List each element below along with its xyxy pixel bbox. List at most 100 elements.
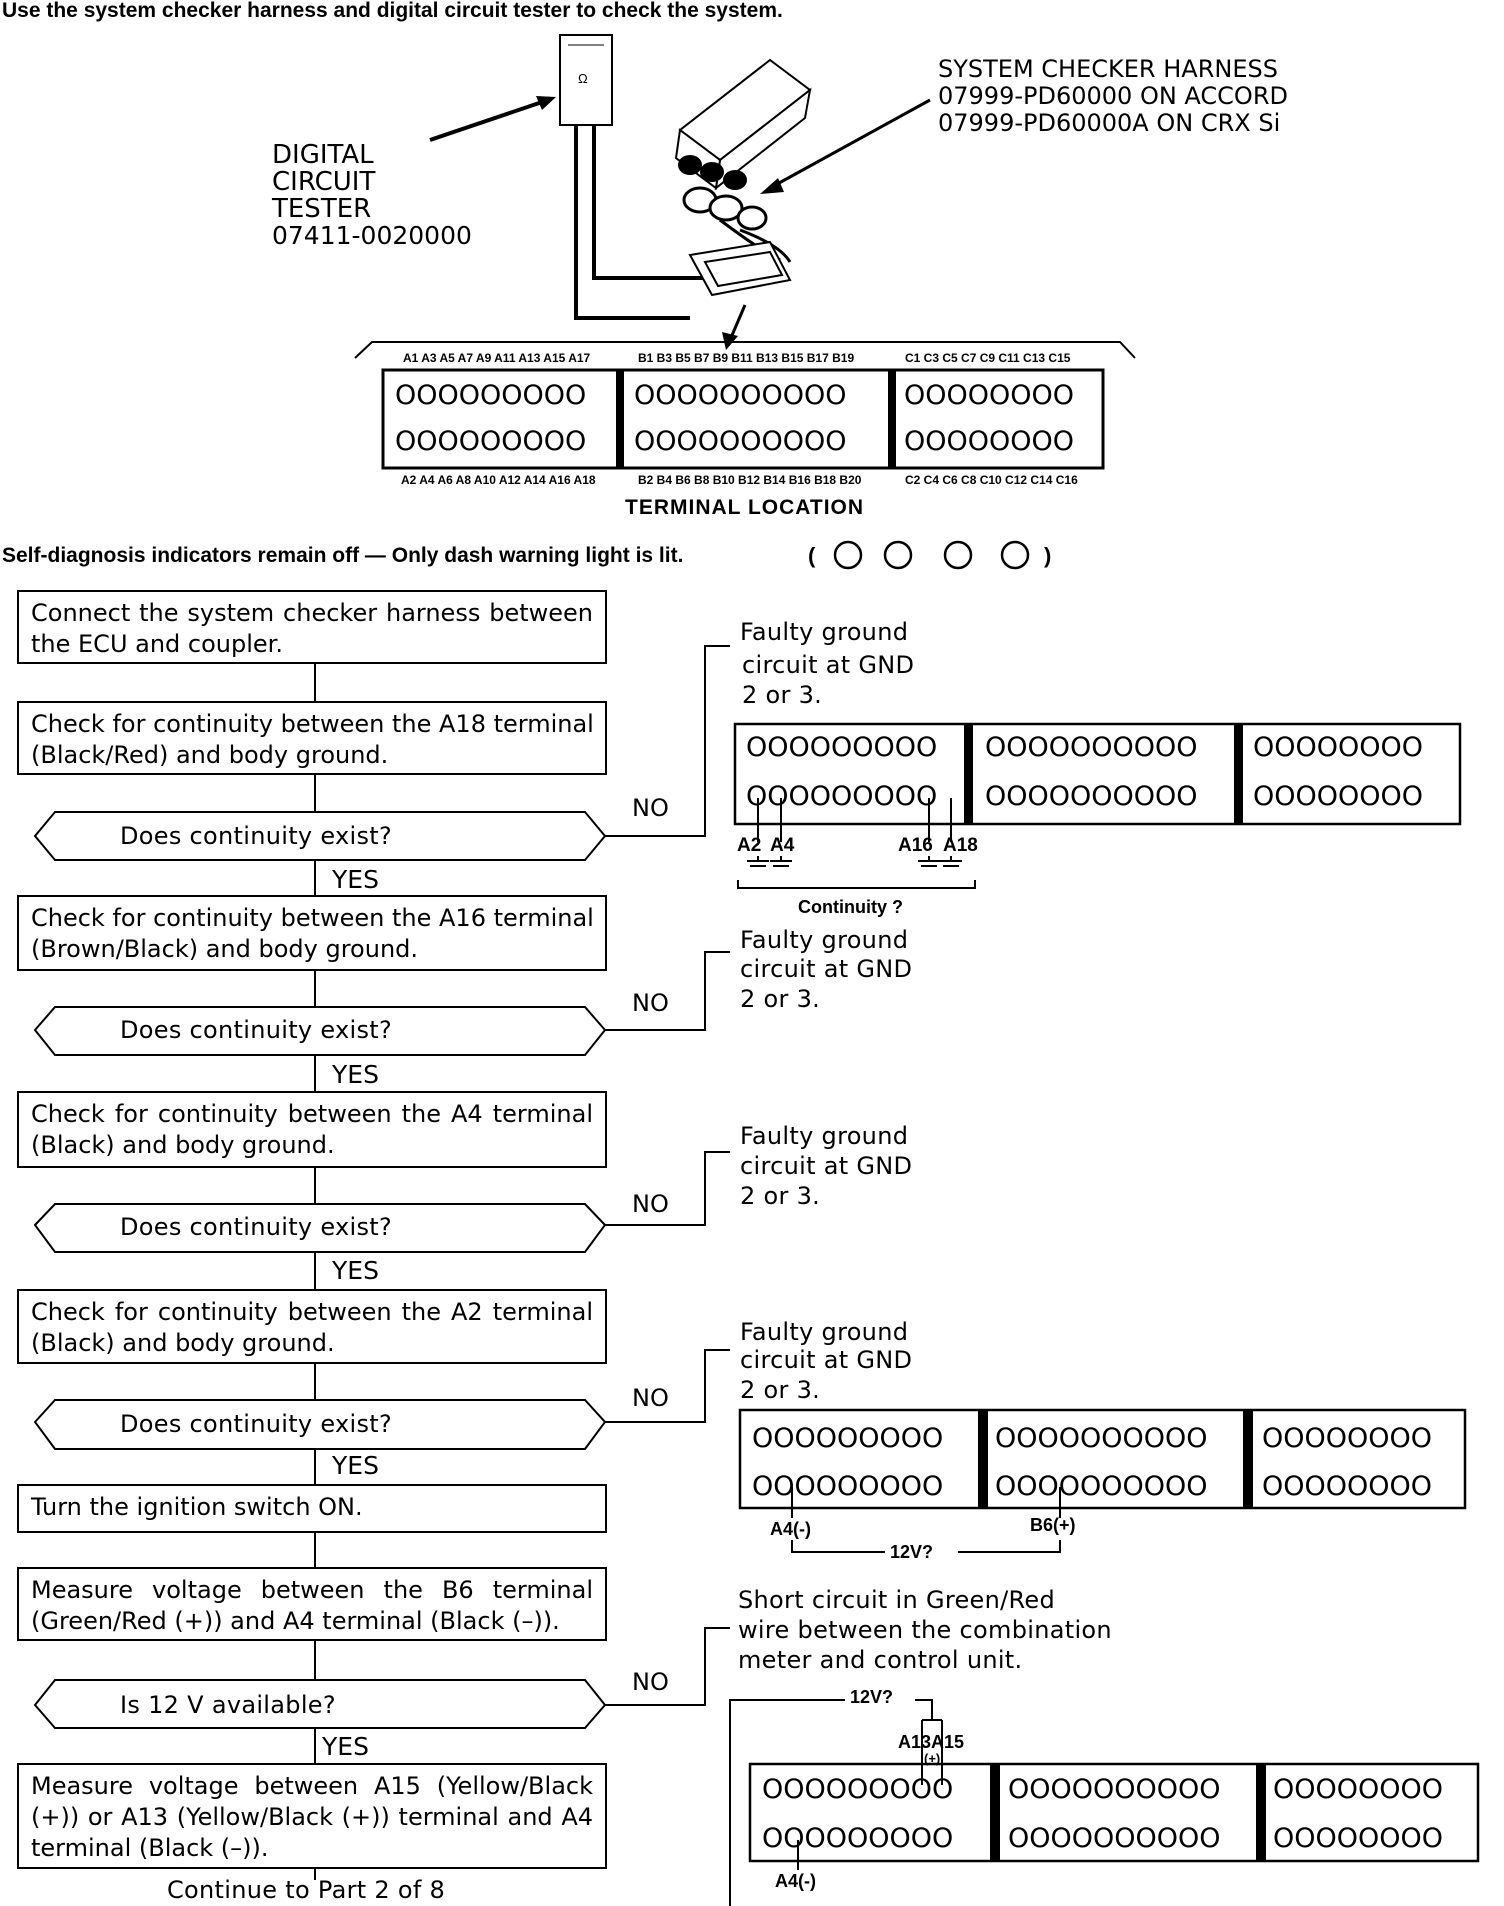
diagram-1-label-a18: A18 (943, 835, 978, 856)
terminal-labels-bottom-b: B2 B4 B6 B8 B10 B12 B14 B16 B18 B20 (638, 473, 862, 487)
tester-label-4: 07411-0020000 (272, 221, 472, 250)
step-7-line-1: Measure voltage between the B6 terminal (31, 1576, 593, 1604)
step-4-line-1: Check for continuity between the A4 term… (31, 1100, 593, 1128)
diagram-1-row-b-top: OOOOOOOOOO (985, 732, 1198, 763)
step-box-8: Measure voltage between A15 (Yellow/Blac… (17, 1763, 607, 1869)
terminal-row-b-top: OOOOOOOOOO (634, 380, 847, 411)
diagram-3-row-a-bottom: OOOOOOOOO (762, 1823, 954, 1854)
decision-2-label: Does continuity exist? (120, 1016, 393, 1044)
terminal-row-c-bottom: OOOOOOOO (904, 426, 1075, 457)
result-3-line-1: Faulty ground (740, 1122, 909, 1150)
diagram-2-row-a-top: OOOOOOOOO (752, 1423, 944, 1454)
diagram-3-row-a-top: OOOOOOOOO (762, 1774, 954, 1805)
diagram-3-row-c-bottom: OOOOOOOO (1273, 1823, 1444, 1854)
diagram-2-label-a4: A4(-) (770, 1519, 811, 1539)
result-4-line-3: 2 or 3. (740, 1376, 821, 1404)
decision-3-label: Does continuity exist? (120, 1213, 393, 1241)
condition-close-paren: ) (1044, 543, 1052, 568)
step-box-6: Turn the ignition switch ON. (17, 1484, 607, 1533)
connector-diagram-2 (738, 1408, 1467, 1553)
diagram-1-row-c-bottom: OOOOOOOO (1253, 781, 1424, 812)
terminal-labels-top-a: A1 A3 A5 A7 A9 A11 A13 A15 A17 (403, 351, 591, 365)
diagram-2-row-b-bottom: OOOOOOOOOO (995, 1471, 1208, 1502)
page-instruction: Use the system checker harness and digit… (2, 0, 783, 22)
step-2-line-1: Check for continuity between the A18 ter… (31, 710, 594, 738)
diagram-1-row-c-top: OOOOOOOO (1253, 732, 1424, 763)
diagram-3-row-c-top: OOOOOOOO (1273, 1774, 1444, 1805)
step-8-line-1: Measure voltage between A15 (Yellow/Blac… (31, 1772, 593, 1800)
step-1-line-2: the ECU and coupler. (31, 630, 283, 658)
step-5-line-2: (Black) and body ground. (31, 1329, 335, 1357)
diagram-3-plus: (+) (924, 1751, 941, 1766)
diagram-1-label-a16: A16 (898, 835, 933, 856)
step-box-4: Check for continuity between the A4 term… (17, 1091, 607, 1168)
condition-text: Self-diagnosis indicators remain off — O… (2, 544, 684, 567)
step-8-line-2: (+)) or A13 (Yellow/Black (+)) terminal … (31, 1803, 593, 1831)
result-4-line-1: Faulty ground (740, 1318, 909, 1346)
connector-diagram-3 (729, 1699, 1480, 1906)
no-label-4: NO (632, 1384, 669, 1412)
no-label-3: NO (632, 1190, 669, 1218)
diagram-3-row-b-bottom: OOOOOOOOOO (1008, 1823, 1221, 1854)
step-3-line-1: Check for continuity between the A16 ter… (31, 904, 594, 932)
diagram-1-row-a-bottom: OOOOOOOOO (746, 781, 938, 812)
decision-1-label: Does continuity exist? (120, 822, 393, 850)
tester-label-3: TESTER (272, 194, 372, 224)
result-5-line-2: wire between the combination (738, 1616, 1112, 1644)
tester-display: Ω (578, 71, 588, 86)
harness-label-3: 07999-PD60000A ON CRX Si (938, 109, 1281, 137)
tester-label-2: CIRCUIT (272, 167, 376, 197)
step-7-line-2: (Green/Red (+)) and A4 terminal (Black (… (31, 1607, 560, 1635)
yes-label-3: YES (332, 1256, 379, 1285)
result-1-line-3: 2 or 3. (742, 681, 823, 709)
result-2-line-3: 2 or 3. (740, 985, 821, 1013)
step-6-line-1: Turn the ignition switch ON. (31, 1493, 363, 1521)
diagram-2-row-a-bottom: OOOOOOOOO (752, 1471, 944, 1502)
diagram-1-caption: Continuity ? (798, 897, 903, 917)
step-box-7: Measure voltage between the B6 terminal … (17, 1567, 607, 1641)
diagram-3-label-a13-a15: A13A15 (898, 1732, 965, 1752)
step-box-2: Check for continuity between the A18 ter… (17, 701, 607, 775)
continue-label: Continue to Part 2 of 8 (167, 1876, 446, 1904)
connector-diagram-1 (733, 722, 1462, 889)
terminal-labels-bottom-c: C2 C4 C6 C8 C10 C12 C14 C16 (905, 473, 1078, 487)
diagram-3-measure: 12V? (850, 1687, 894, 1707)
result-3-line-3: 2 or 3. (740, 1182, 821, 1210)
terminal-row-c-top: OOOOOOOO (904, 380, 1075, 411)
harness-label-1: SYSTEM CHECKER HARNESS (938, 55, 1278, 83)
diagram-2-row-c-top: OOOOOOOO (1262, 1423, 1433, 1454)
diagram-3-label-a4: A4(-) (775, 1871, 816, 1891)
diagram-2-row-c-bottom: OOOOOOOO (1262, 1471, 1433, 1502)
system-checker-harness-icon (674, 58, 812, 297)
diagram-1-row-b-bottom: OOOOOOOOOO (985, 781, 1198, 812)
step-2-line-2: (Black/Red) and body ground. (31, 741, 389, 769)
no-label-2: NO (632, 989, 669, 1017)
diagram-3-row-b-top: OOOOOOOOOO (1008, 1774, 1221, 1805)
result-1-line-2: circuit at GND (742, 651, 915, 679)
step-box-3: Check for continuity between the A16 ter… (17, 895, 607, 971)
diagram-1-label-a2: A2 (737, 835, 762, 856)
terminal-row-a-top: OOOOOOOOO (395, 380, 587, 411)
harness-label-2: 07999-PD60000 ON ACCORD (938, 82, 1288, 110)
result-4-line-2: circuit at GND (740, 1346, 913, 1374)
yes-label-4: YES (332, 1451, 379, 1480)
terminal-labels-top-c: C1 C3 C5 C7 C9 C11 C13 C15 (905, 351, 1071, 365)
no-label-5: NO (632, 1668, 669, 1696)
terminal-row-a-bottom: OOOOOOOOO (395, 426, 587, 457)
step-4-line-2: (Black) and body ground. (31, 1131, 335, 1159)
diagram-1-label-a4: A4 (770, 835, 795, 856)
no-label-1: NO (632, 794, 669, 822)
step-box-1: Connect the system checker harness betwe… (17, 590, 607, 664)
result-5-line-1: Short circuit in Green/Red (738, 1586, 1056, 1614)
step-8-line-3: terminal (Black (–)). (31, 1834, 269, 1862)
terminal-labels-bottom-a: A2 A4 A6 A8 A10 A12 A14 A16 A18 (401, 473, 596, 487)
yes-label-2: YES (332, 1060, 379, 1089)
result-5-line-3: meter and control unit. (738, 1646, 1023, 1674)
terminal-location-caption: TERMINAL LOCATION (625, 496, 865, 519)
condition-open-paren: ( (808, 543, 816, 568)
terminal-labels-top-b: B1 B3 B5 B7 B9 B11 B13 B15 B17 B19 (638, 351, 855, 365)
diagram-2-measure: 12V? (890, 1542, 934, 1562)
step-3-line-2: (Brown/Black) and body ground. (31, 935, 419, 963)
